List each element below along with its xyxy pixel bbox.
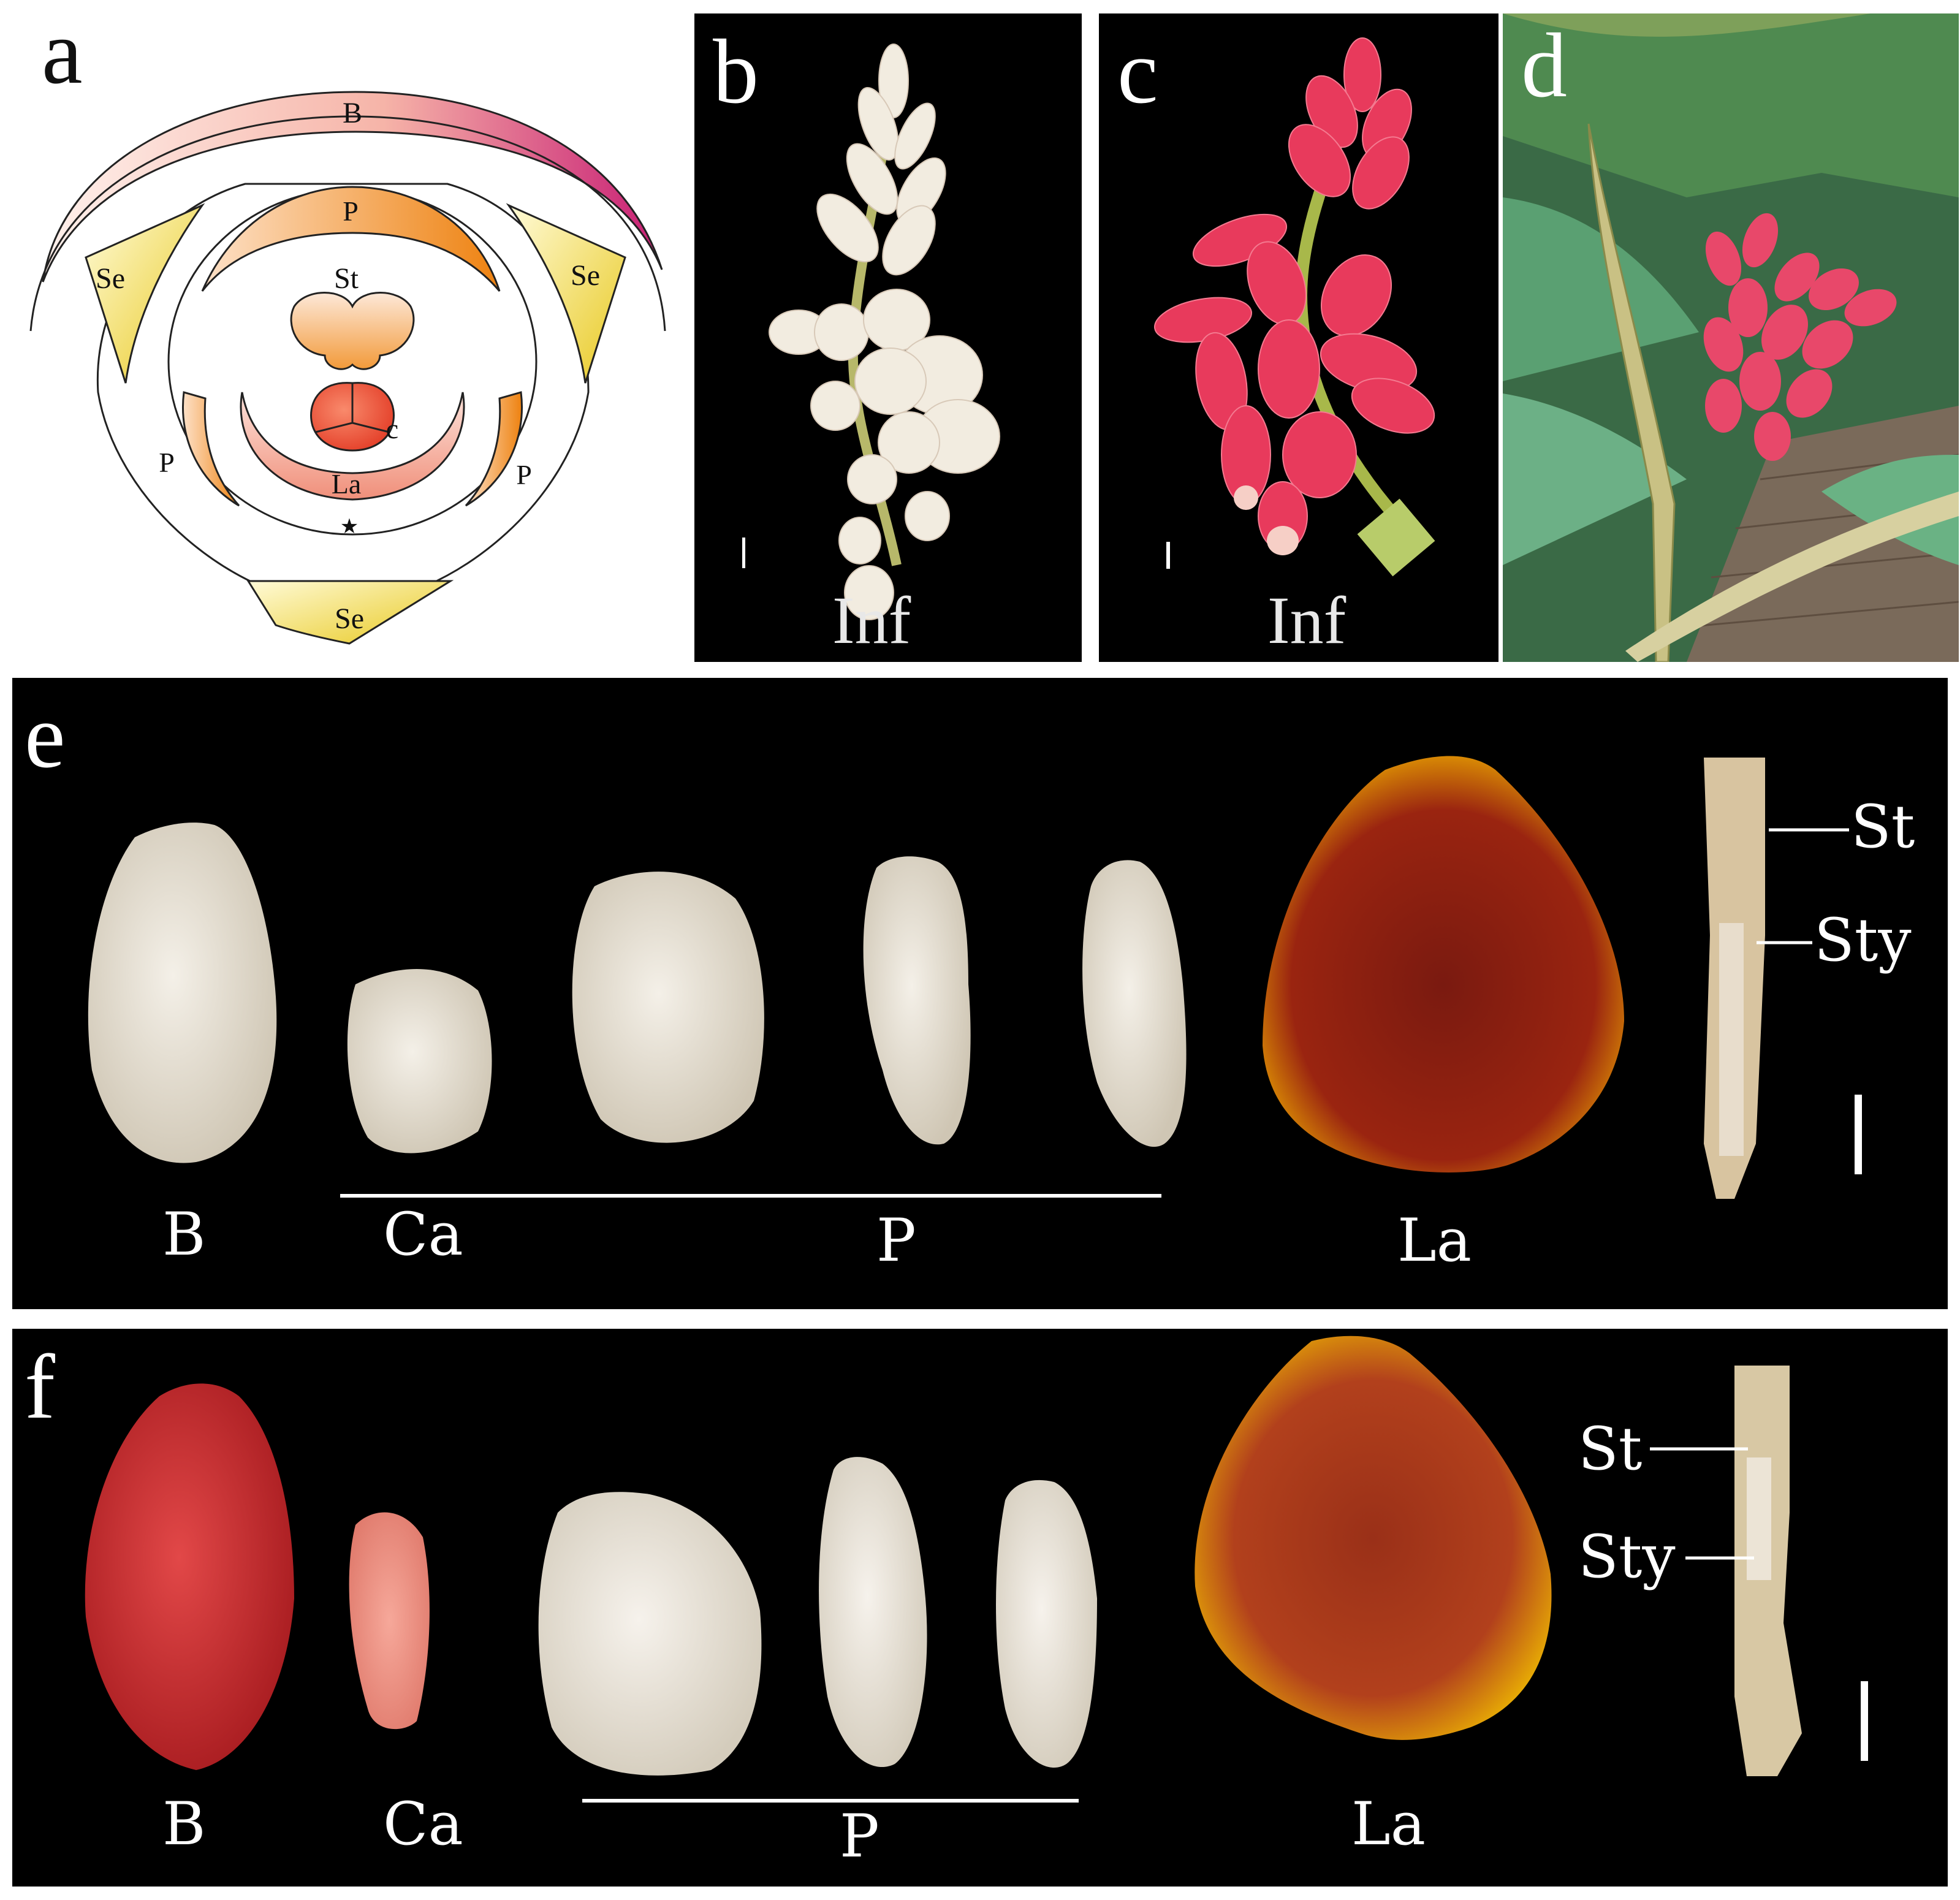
- panel-b-caption: Inf: [832, 583, 911, 658]
- f-label-La: La: [1351, 1790, 1426, 1858]
- panel-f-pink-flower-parts: f B Ca P La St Sty: [12, 1329, 1948, 1887]
- f-label-B: B: [162, 1790, 206, 1858]
- pink-inflorescence-drawing: [1153, 37, 1435, 577]
- white-inflorescence-drawing: [742, 44, 1000, 620]
- f-bract-shape: [85, 1383, 294, 1770]
- label-a-Se-right: Se: [571, 259, 600, 292]
- e-label-St: St: [1851, 792, 1915, 861]
- panel-e-white-flower-parts: e B Ca P La St Sty: [12, 678, 1948, 1309]
- label-a-St: St: [334, 262, 359, 295]
- e-petal-2: [863, 856, 971, 1145]
- f-labellum-shape: [1195, 1336, 1552, 1740]
- f-petal-2: [819, 1457, 927, 1768]
- stamen-shape: [290, 292, 415, 370]
- panel-a-floral-diagram: a: [0, 0, 686, 662]
- e-label-P: P: [876, 1206, 916, 1275]
- f-label-P: P: [840, 1802, 879, 1871]
- panel-b-white-inflorescence: b Inf: [694, 13, 1082, 662]
- f-label-Sty: Sty: [1578, 1522, 1676, 1591]
- panel-d-letter: d: [1521, 15, 1567, 116]
- label-a-star: ★: [340, 514, 359, 539]
- e-label-Sty: Sty: [1814, 906, 1912, 975]
- white-parts-drawing: [88, 756, 1862, 1199]
- label-a-P-left: P: [159, 447, 175, 478]
- petal-right: [465, 391, 523, 507]
- label-a-Se-left: Se: [96, 262, 125, 295]
- panel-e-letter: e: [25, 685, 66, 787]
- e-label-Ca: Ca: [383, 1200, 463, 1269]
- e-calyx-shape: [347, 969, 492, 1153]
- sepal-upper-right: [506, 203, 626, 384]
- petal-upper: [201, 186, 501, 292]
- panel-c-pink-inflorescence: c Inf: [1099, 13, 1498, 662]
- label-a-Se-bottom: Se: [335, 602, 364, 635]
- panel-f-letter: f: [25, 1336, 55, 1438]
- plant-photo-drawing: [1503, 13, 1959, 662]
- e-petal-1: [572, 872, 764, 1143]
- sepal-bottom: [246, 580, 454, 645]
- e-petal-3: [1082, 860, 1187, 1147]
- label-a-B: B: [343, 97, 362, 129]
- floral-diagram-svg: B Se Se Se P P P St c La ★: [29, 91, 666, 645]
- label-a-c: c: [386, 413, 398, 444]
- petal-left: [182, 391, 240, 507]
- bract-shape: [42, 91, 663, 283]
- e-labellum-shape: [1263, 756, 1624, 1172]
- e-label-La: La: [1397, 1206, 1472, 1275]
- label-a-P-right: P: [516, 459, 532, 490]
- panel-a-letter: a: [42, 1, 83, 103]
- panel-b-letter: b: [713, 21, 759, 123]
- label-a-La: La: [332, 468, 362, 500]
- pink-parts-drawing: [85, 1336, 1868, 1803]
- f-label-St: St: [1578, 1415, 1643, 1483]
- panel-c-letter: c: [1117, 21, 1158, 123]
- label-a-P-top: P: [343, 196, 359, 227]
- labellum-arc: [240, 392, 465, 501]
- f-label-Ca: Ca: [383, 1790, 463, 1858]
- f-petal-3: [996, 1480, 1097, 1768]
- e-bract-shape: [88, 823, 277, 1163]
- f-calyx-shape: [349, 1512, 430, 1730]
- panel-d-plant-photo: d: [1503, 13, 1959, 662]
- f-petal-1: [538, 1492, 762, 1776]
- sepal-upper-left: [85, 203, 205, 384]
- e-label-B: B: [162, 1200, 206, 1269]
- panel-c-caption: Inf: [1267, 583, 1347, 658]
